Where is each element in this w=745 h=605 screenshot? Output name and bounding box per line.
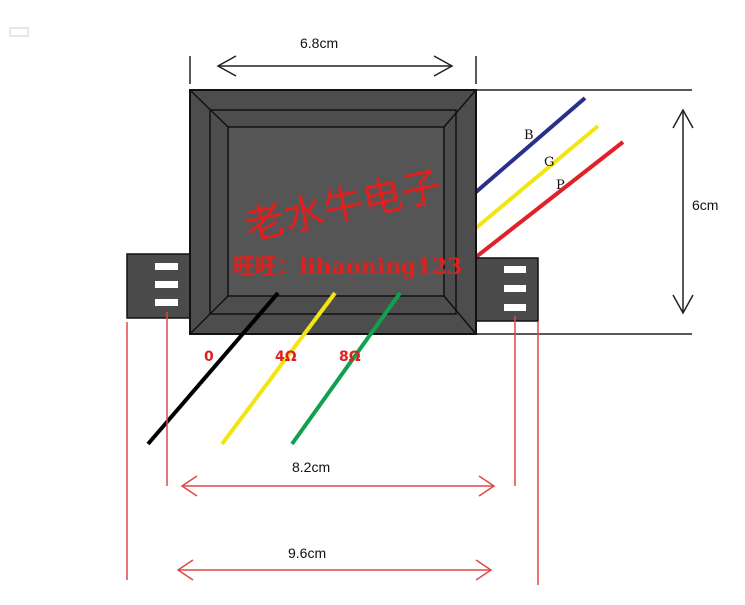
wire-tap-4ohm (220, 291, 337, 446)
dim-outer-arrowhead-left (176, 559, 194, 581)
right-mount-slot (504, 285, 526, 292)
wire-b (474, 96, 587, 194)
right-mount-slot (504, 266, 526, 273)
wire-tap-0 (146, 291, 280, 446)
transformer-body (189, 89, 477, 335)
dim-top-arrowhead-right (433, 55, 454, 77)
dim-top-arrowhead-left (216, 55, 237, 77)
wire-b-label: B (524, 128, 534, 143)
dim-outer-arrowhead-right (475, 559, 493, 581)
wire-p-label: P (556, 178, 565, 193)
wire-g-label: G (544, 155, 554, 170)
tap-8ohm-label: 8Ω (339, 349, 361, 365)
dim-inner-arrowhead-left (180, 475, 198, 497)
dim-height-arrowhead-bottom (672, 294, 694, 315)
contact-text: 旺旺：lihaoning123 (233, 254, 462, 280)
wire-tap-8ohm (290, 291, 402, 446)
corner-artifact (9, 27, 29, 37)
tap-4ohm-label: 4Ω (275, 349, 297, 365)
tap-0-label: 0 (204, 349, 214, 365)
left-mount-slot (155, 263, 178, 270)
right-mount-slot (504, 304, 526, 311)
dim-top-label: 6.8cm (300, 35, 338, 51)
transformer-face (227, 126, 445, 297)
dim-outer-label: 9.6cm (288, 545, 326, 561)
left-mount-slot (155, 281, 178, 288)
wire-p (474, 140, 625, 259)
wire-g (474, 124, 600, 230)
dim-height-label: 6cm (692, 197, 718, 213)
dim-inner-arrowhead-right (478, 475, 496, 497)
dim-height-arrowhead-top (672, 108, 694, 129)
dim-inner-label: 8.2cm (292, 459, 330, 475)
left-mount-slot (155, 299, 178, 306)
